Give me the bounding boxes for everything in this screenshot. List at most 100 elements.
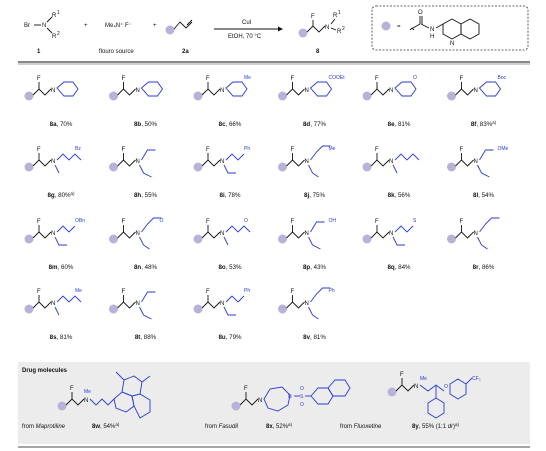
reagent-1-r2: R	[52, 34, 57, 40]
legend-o: O	[418, 10, 423, 16]
product-8t-n: N	[136, 301, 140, 307]
product-8j-label: 8j, 75%	[304, 192, 325, 199]
reagent-1-n: N	[42, 23, 46, 29]
product-8h-n: N	[136, 159, 140, 165]
product-8p-n: N	[305, 231, 309, 237]
product-8s-f: F	[37, 289, 41, 295]
product-8n-f: F	[122, 219, 126, 225]
drug-8y-label: 8y, 55% (1:1 dr)a)	[412, 422, 460, 430]
product-8i-f: F	[206, 147, 210, 153]
product-8-r2-sup: 2	[342, 26, 345, 32]
product-8-r1-sup: 1	[338, 10, 341, 16]
product-8e-substituent: O	[413, 75, 417, 81]
product-8r-label: 8r, 86%	[473, 264, 495, 271]
legend-n: N	[430, 27, 434, 33]
product-8u: F N Ph 8u, 79%	[193, 288, 250, 341]
product-8u-n: N	[220, 301, 224, 307]
product-8k-f: F	[375, 147, 379, 153]
conditions-catalyst: CuI	[242, 20, 252, 26]
drug-8x-structure: F N N S O O	[231, 379, 351, 412]
product-8m-n: N	[51, 231, 55, 237]
product-8l-f: F	[460, 147, 464, 153]
product-8s-substituent: Me	[75, 288, 82, 294]
product-8j-f: F	[291, 147, 295, 153]
product-8f-n: N	[474, 88, 478, 94]
product-8p-label: 8p, 43%	[303, 264, 327, 271]
product-8q-n: N	[389, 231, 393, 237]
drug-8w-f: F	[70, 386, 74, 392]
reagent-1-r2-sup: 2	[57, 31, 60, 37]
product-8f-f: F	[460, 76, 464, 82]
product-8u-f: F	[206, 289, 210, 295]
reagent-2: Me₄N⁺ F⁻ flouro source	[99, 22, 134, 55]
drug-8w-n: N	[84, 398, 88, 404]
product-8: F N R 1 R 2 8	[298, 10, 345, 55]
drug-8x-o2: O	[300, 402, 304, 408]
product-8e-f: F	[375, 76, 379, 82]
product-8u-label: 8u, 79%	[218, 334, 242, 341]
reagent-2-caption: flouro source	[99, 49, 134, 55]
drug-8w-structure: F N Me	[57, 371, 151, 419]
product-8-r2: R	[337, 29, 342, 35]
reagent-1: Br N R 1 R 2 1	[24, 10, 60, 55]
product-8m-f: F	[37, 219, 41, 225]
product-8j: F N Me 8j, 75%	[278, 145, 336, 199]
drug-8y-me: Me	[420, 376, 427, 382]
product-8j-substituent: Me	[329, 146, 336, 152]
product-8s-n: N	[51, 301, 55, 307]
product-8-r1: R	[333, 13, 338, 19]
product-8i-substituent: Ph	[244, 146, 250, 152]
product-8d-substituent: COOEt	[329, 75, 346, 81]
product-8h-label: 8h, 55%	[134, 192, 158, 199]
product-8r-f: F	[460, 219, 464, 225]
product-8l-label: 8l, 54%	[473, 192, 494, 199]
product-8b-n: N	[136, 88, 140, 94]
drug-8x-s: S	[300, 394, 304, 400]
drug-8y-cf3: CF₃	[472, 376, 481, 382]
reagent-2-formula: Me₄N⁺ F⁻	[105, 22, 132, 29]
product-8d-label: 8d, 77%	[303, 121, 327, 128]
product-8b-label: 8b, 50%	[134, 121, 158, 128]
directing-group-legend: = O N H N	[371, 5, 529, 51]
product-8o-label: 8o, 53%	[218, 264, 242, 271]
drug-8y-from: from Fluoxetine	[340, 424, 382, 430]
reagent-3-number: 2a	[182, 49, 189, 55]
product-8v: F N Ph 8v, 81%	[278, 287, 335, 341]
product-8a-f: F	[37, 76, 41, 82]
drug-8y-n: N	[414, 384, 418, 390]
product-8e-label: 8e, 81%	[388, 121, 411, 128]
plus-sign-2: +	[153, 23, 157, 29]
product-8v-label: 8v, 81%	[303, 334, 326, 341]
product-8t-f: F	[122, 289, 126, 295]
product-8v-substituent: Ph	[329, 288, 335, 294]
drug-8x-o1: O	[300, 386, 304, 392]
legend-equals: =	[397, 24, 401, 30]
drug-8y-structure: F N Me O CF₃	[387, 372, 481, 419]
product-8u-substituent: Ph	[244, 288, 250, 294]
reagent-1-r1: R	[52, 13, 57, 19]
product-8n-n: N	[136, 231, 140, 237]
product-8v-f: F	[291, 289, 295, 295]
product-8j-n: N	[305, 159, 309, 165]
drug-8x-label: 8x, 52%a)	[266, 422, 293, 430]
product-8-n: N	[325, 25, 329, 31]
product-8a-label: 8a, 70%	[50, 121, 73, 128]
product-8-number: 8	[316, 49, 320, 55]
product-8q-substituent: S	[413, 218, 417, 224]
product-8q-label: 8q, 84%	[387, 264, 411, 271]
product-8v-n: N	[305, 301, 309, 307]
drug-8x-n2: N	[288, 394, 292, 400]
